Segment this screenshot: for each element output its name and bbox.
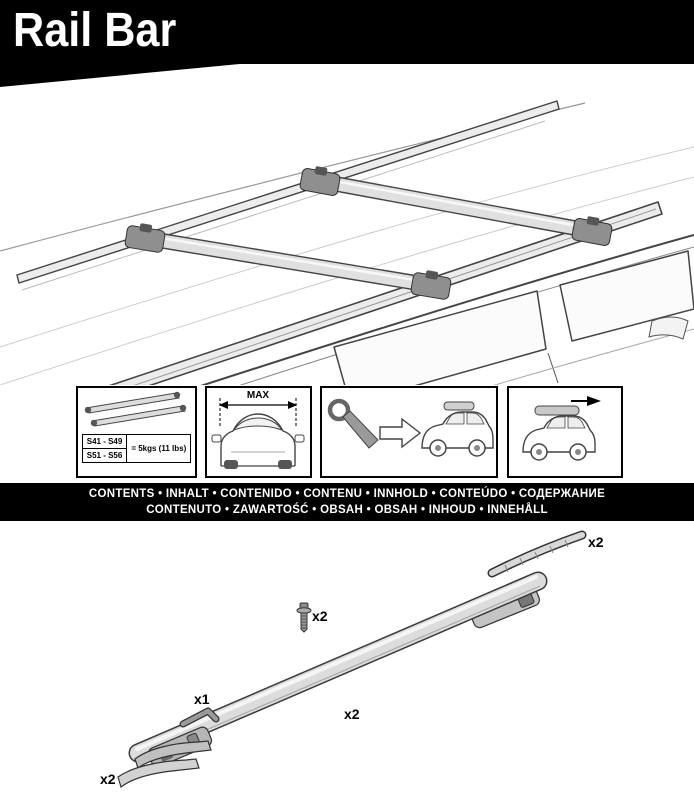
right-arrow-icon [379,417,422,449]
allen-key-qty-label: x1 [194,691,210,707]
spec-box-max-width: MAX [205,386,312,478]
roof-rail-near-line [133,208,657,385]
header-banner-slant [0,63,250,87]
roof-load-diagram [522,396,601,461]
crossbar-front-clamp-right [410,270,452,300]
fit-table-model-1: S41 - S49 [81,434,128,449]
strip-qty-label: x2 [588,534,604,550]
side-mirror [648,316,689,340]
crossbar-rear-clamp-left [299,166,341,196]
max-arrow-head-left [219,401,228,409]
fit-table-load: = 5kgs (11 lbs) [126,434,192,463]
header-banner: Rail Bar [0,0,694,64]
contents-line-1: CONTENTS • INHALT • CONTENIDO • CONTENU … [88,488,606,500]
end-caps-qty-label: x2 [100,771,116,787]
part-allen-key [179,707,220,728]
part-rubber-strip [487,530,587,578]
crossbar-front [124,223,452,300]
roof-illustration [0,100,694,385]
car-side-icon [421,401,494,457]
roof-rail-far-shadow [21,120,546,291]
parts-diagram: x2 x2 x2 x1 x2 [100,530,604,789]
spec-box-fitting: S41 - S49 = 5kgs (11 lbs) S51 - S56 [76,386,197,478]
car-front-icon [211,413,305,469]
screw-qty-label: x2 [312,608,328,624]
car-roofbox-icon [522,396,601,461]
contents-line-2: CONTENUTO • ZAWARTOŚĆ • OBSAH • OBSAH • … [146,504,548,516]
spec-box-roof-load [507,386,623,478]
max-label: MAX [247,390,270,401]
body-crease [493,328,694,385]
bar-qty-label: x2 [344,706,360,722]
max-width-diagram: MAX [211,390,305,469]
spec-box-tighten [320,386,498,478]
max-arrow-head-right [288,401,297,409]
small-arrow-icon [587,396,601,406]
tighten-diagram [327,398,494,457]
contents-band: CONTENTS • INHALT • CONTENIDO • CONTENU … [0,483,694,521]
part-end-caps [117,740,212,789]
crossbar-rear-clamp-right [571,216,613,246]
part-screw [296,602,312,633]
roof-contour-1 [0,146,694,348]
torque-key-icon [327,398,379,449]
rail-bar-pair-icon [84,391,187,427]
page-title: Rail Bar [13,4,177,57]
fit-table: S41 - S49 = 5kgs (11 lbs) S51 - S56 [81,434,192,463]
window-front-door [333,290,547,385]
crossbar-rear [299,166,613,246]
fit-table-model-2: S51 - S56 [81,448,128,463]
window-rear-door [559,250,694,342]
part-rail-bar [128,571,548,763]
crossbar-front-clamp-left [124,223,166,253]
roof-gutter [200,234,694,385]
